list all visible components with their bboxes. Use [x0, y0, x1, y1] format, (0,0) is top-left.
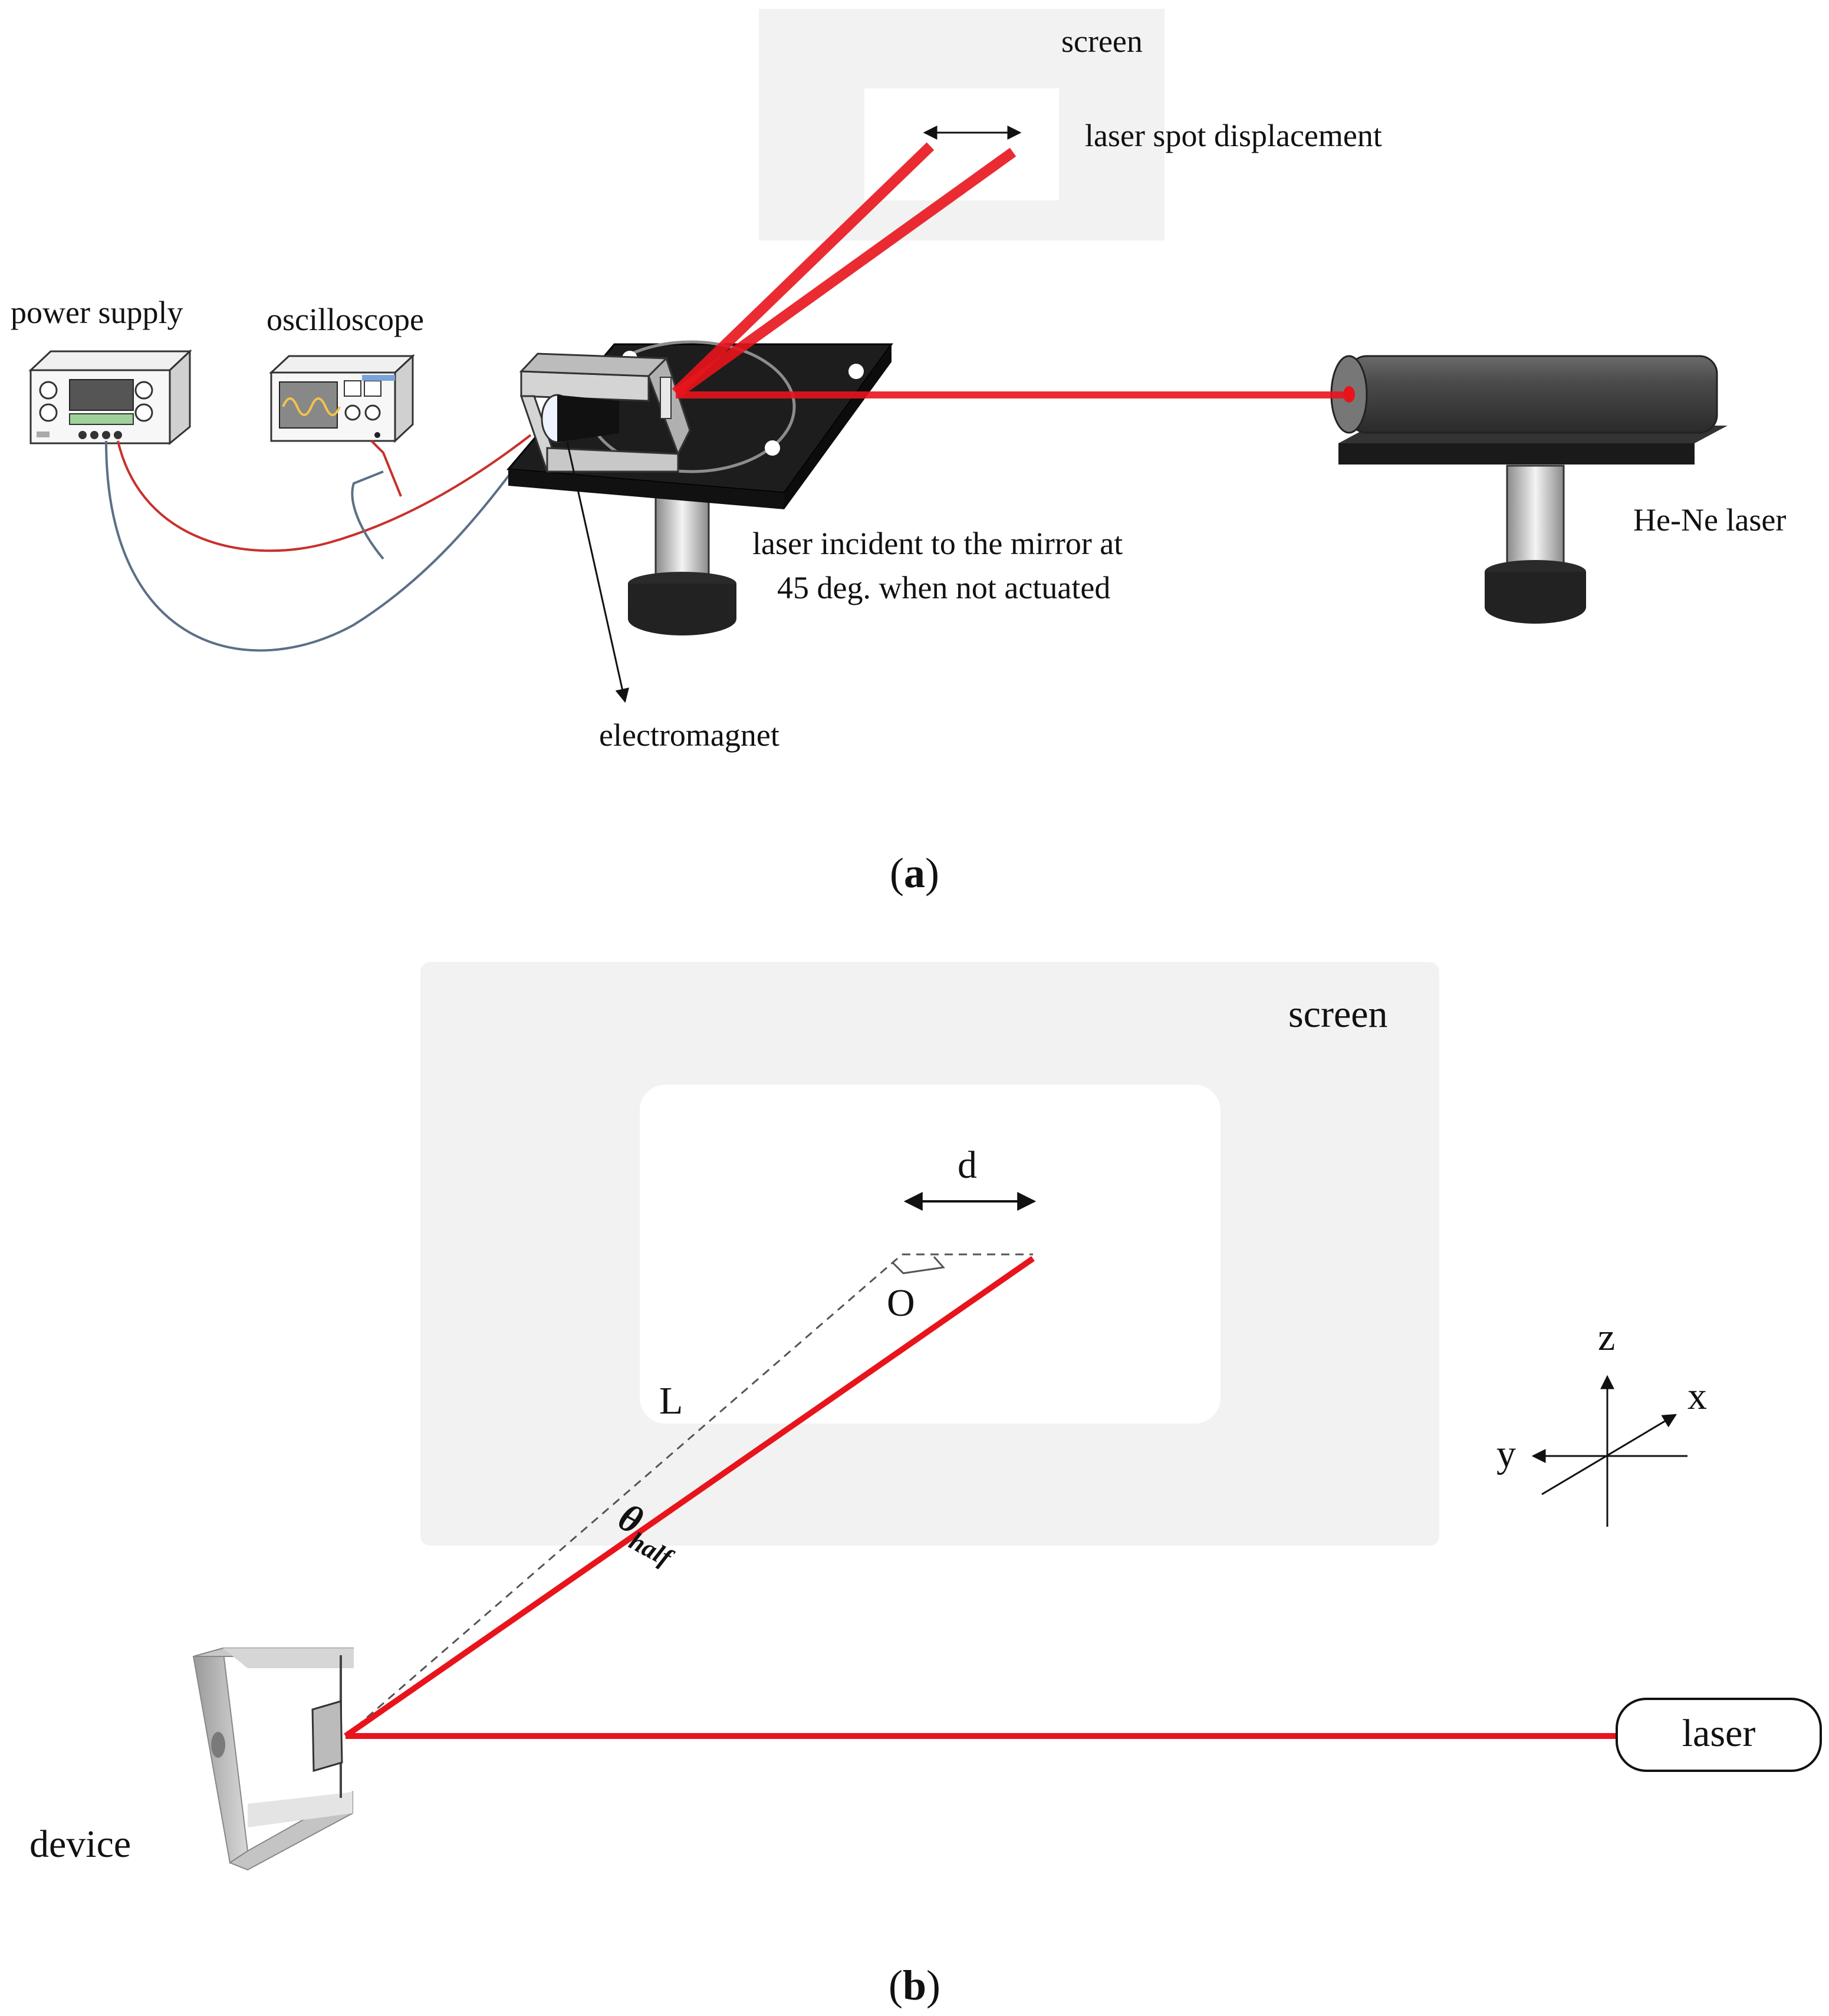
laser-incident-label-line1: laser incident to the mirror at — [752, 526, 1123, 561]
panel-b: screen d O L θhalf device laser — [29, 962, 1822, 2009]
wire-red — [117, 434, 532, 552]
mirror-post — [654, 494, 710, 579]
reflected-beam-b — [344, 1256, 1035, 1739]
wire-branch-scope-blue — [351, 470, 384, 560]
reflected-beam-a-2 — [675, 147, 1017, 397]
electromagnet-label: electromagnet — [599, 717, 779, 753]
o-label: O — [887, 1282, 915, 1325]
laser-label: laser — [1682, 1712, 1756, 1755]
device — [192, 1647, 354, 1871]
right-angle-marker — [892, 1256, 945, 1274]
laser-incident-label-line2: 45 deg. when not actuated — [777, 570, 1110, 605]
axis-z-label: z — [1598, 1316, 1615, 1359]
wire-blue — [105, 439, 538, 652]
panel-a-caption: (a) — [890, 849, 939, 897]
dashed-reference-beam — [345, 1253, 903, 1737]
l-label: L — [659, 1379, 683, 1422]
d-label: d — [958, 1144, 977, 1187]
power-supply — [28, 349, 192, 446]
device-label: device — [29, 1823, 131, 1866]
screen-window-b — [640, 1085, 1221, 1424]
oscilloscope — [269, 354, 415, 443]
axis-x-label: x — [1687, 1375, 1707, 1418]
he-ne-laser — [1330, 355, 1728, 624]
he-ne-laser-label: He-Ne laser — [1633, 502, 1786, 538]
laser-box — [1616, 1698, 1822, 1772]
screen-label-b: screen — [1288, 993, 1388, 1036]
panel-a: screen laser spot displacement power sup… — [11, 9, 1786, 897]
electromagnet-frame — [519, 353, 691, 473]
coordinate-axes: z x y — [1496, 1316, 1707, 1527]
laser-spot-displacement-label: laser spot displacement — [1085, 118, 1382, 153]
panel-b-caption: (b) — [889, 1962, 940, 2009]
wire-branch-scope-red — [370, 440, 402, 497]
electromagnet-pointer — [566, 442, 630, 703]
oscilloscope-label: oscilloscope — [267, 302, 424, 337]
screen-label-a: screen — [1061, 24, 1143, 59]
axis-y-label: y — [1496, 1432, 1516, 1475]
power-supply-label: power supply — [11, 295, 183, 330]
reflected-beam-a-1 — [672, 142, 935, 397]
